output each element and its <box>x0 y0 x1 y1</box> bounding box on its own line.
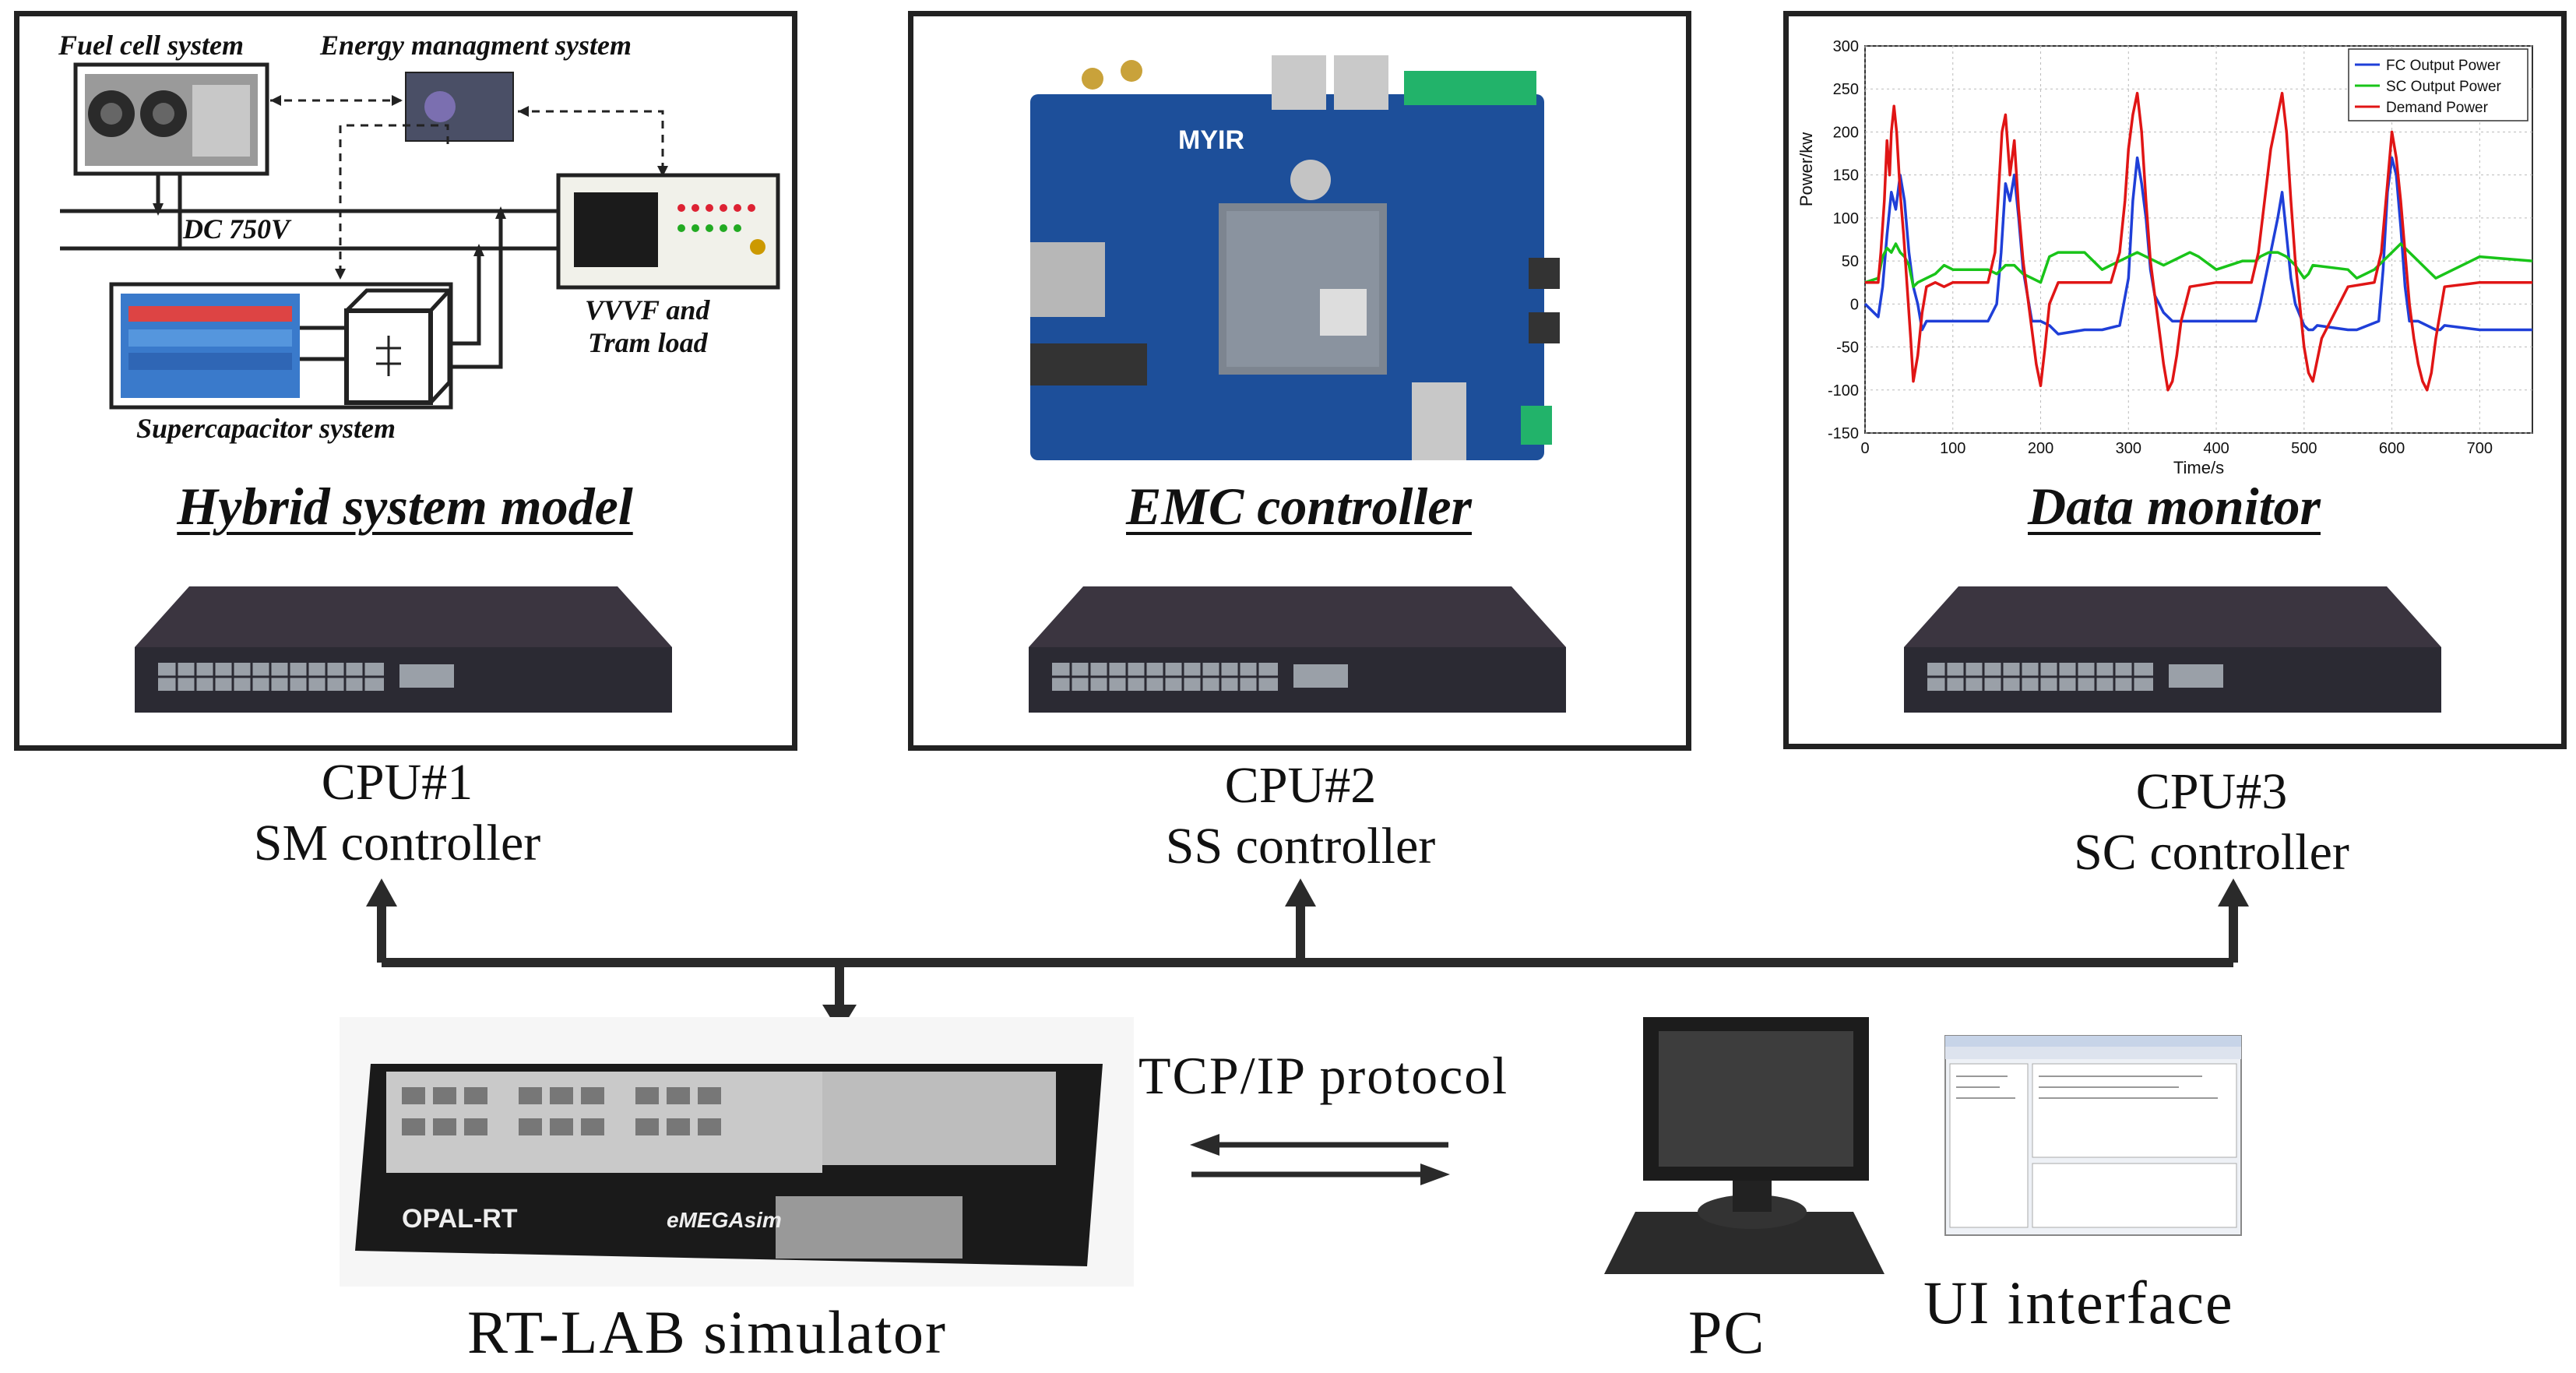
vvvf-label-line1: VVVF and <box>585 294 710 326</box>
rtlab-simulator-image: OPAL-RT eMEGAsim <box>340 1017 1134 1287</box>
legend-label: FC Output Power <box>2386 58 2500 74</box>
simulator-label: RT-LAB simulator <box>467 1298 947 1366</box>
dc-bus-label: DC 750V <box>183 213 290 245</box>
legend-label: SC Output Power <box>2386 79 2502 95</box>
cpu-3-label: CPU#3 SC controller <box>1994 762 2430 883</box>
cpu-3-role: SC controller <box>2074 824 2349 881</box>
vvvf-label-line2: Tram load <box>588 327 708 358</box>
emc-board-brand: MYIR <box>1178 125 1244 155</box>
x-tick-label: 600 <box>2379 440 2405 457</box>
x-tick-label: 200 <box>2028 440 2053 457</box>
series-line-2 <box>1865 91 2532 392</box>
cpu-2-id: CPU#2 <box>1224 757 1377 814</box>
ems-label: Energy managment system <box>320 30 632 61</box>
monitor-heading: Data monitor <box>2028 477 2321 536</box>
y-tick-label: 150 <box>1833 167 1859 185</box>
pc-label: PC <box>1688 1298 1766 1366</box>
y-tick-label: 50 <box>1842 253 1859 270</box>
x-axis-label: Time/s <box>2173 458 2224 477</box>
x-tick-label: 0 <box>1860 440 1869 457</box>
y-tick-label: -150 <box>1828 425 1859 442</box>
y-tick-label: -50 <box>1836 340 1859 357</box>
y-tick-label: 0 <box>1850 296 1859 313</box>
emc-board-image: MYIR <box>1030 55 1560 460</box>
x-tick-label: 100 <box>1940 440 1965 457</box>
simulator-brand: OPAL-RT <box>402 1204 518 1234</box>
legend-label: Demand Power <box>2386 100 2489 116</box>
cpu-1-id: CPU#1 <box>321 754 473 811</box>
ui-interface-label: UI interface <box>1923 1269 2234 1336</box>
y-tick-label: -100 <box>1828 382 1859 400</box>
cpu-3-id: CPU#3 <box>2135 763 2288 820</box>
supercap-label: Supercapacitor system <box>136 413 396 444</box>
y-tick-label: 300 <box>1833 38 1859 55</box>
fuel-cell-label: Fuel cell system <box>58 30 244 61</box>
simulator-model: eMEGAsim <box>667 1208 782 1232</box>
emc-heading: EMC controller <box>1126 477 1472 536</box>
emc-panel: MYIR EMC controller <box>908 11 1691 751</box>
y-tick-label: 200 <box>1833 124 1859 141</box>
series-line-1 <box>1864 242 2533 288</box>
fuel-cell-frame <box>73 62 269 176</box>
ui-interface-image <box>1944 1035 2242 1236</box>
x-tick-label: 700 <box>2467 440 2493 457</box>
network-switch-3 <box>1904 586 2441 713</box>
y-tick-label: 250 <box>1833 81 1859 98</box>
hybrid-system-panel: Fuel cell system Energy managment system… <box>14 11 797 751</box>
x-tick-label: 300 <box>2116 440 2141 457</box>
hybrid-heading: Hybrid system model <box>177 477 633 536</box>
network-switch-2 <box>1029 586 1566 713</box>
x-tick-label: 400 <box>2203 440 2229 457</box>
y-axis-label: Power/kw <box>1797 132 1816 206</box>
cpu-1-label: CPU#1 SM controller <box>179 752 615 874</box>
hybrid-system-schematic <box>60 62 780 410</box>
x-tick-label: 500 <box>2291 440 2317 457</box>
ems-image <box>405 72 514 142</box>
network-switch-1 <box>135 586 672 713</box>
pc-image <box>1604 1017 1884 1274</box>
protocol-label: TCP/IP protocol <box>1138 1046 1509 1105</box>
cpu-1-role: SM controller <box>253 815 541 871</box>
cpu-2-role: SS controller <box>1165 818 1436 875</box>
y-tick-label: 100 <box>1833 210 1859 227</box>
cpu-2-label: CPU#2 SS controller <box>1082 755 1519 877</box>
